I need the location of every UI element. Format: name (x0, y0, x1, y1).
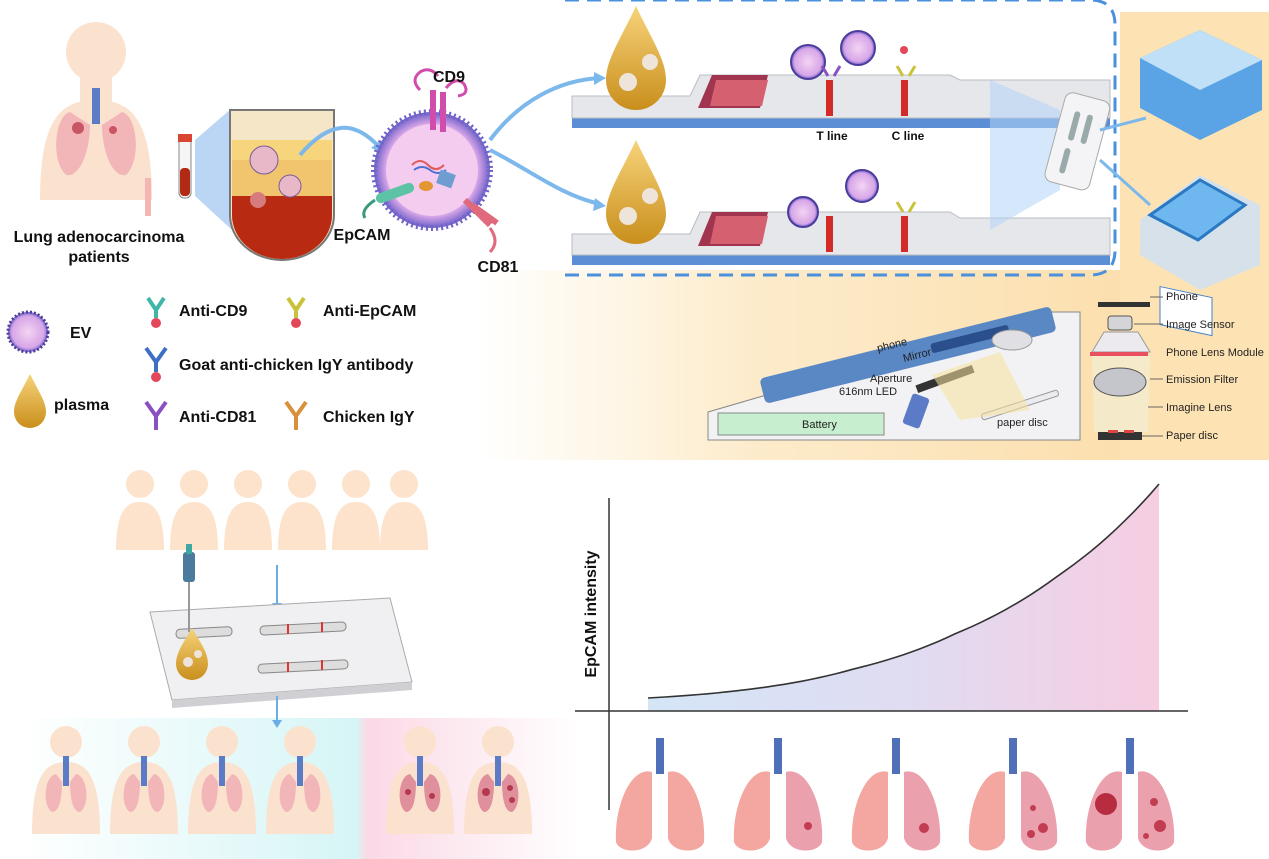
test-cassette (1044, 92, 1111, 191)
optics-lens-module-label: Phone Lens Module (1166, 347, 1264, 359)
anti-epcam-icon (286, 296, 306, 328)
reader-device (1140, 30, 1262, 337)
cd81-label: CD81 (478, 259, 519, 276)
aperture-label: Aperture (870, 373, 912, 385)
chart-area (648, 484, 1159, 711)
population-silhouettes (116, 470, 428, 550)
legend-anti-cd9: Anti-CD9 (179, 303, 248, 320)
strip-panel-border (565, 0, 1117, 277)
lung-stage-5 (1085, 738, 1175, 851)
optics-emission-filter-label: Emission Filter (1166, 374, 1238, 386)
anti-cd81-icon (144, 400, 168, 430)
intensity-chart (575, 483, 1188, 810)
chart-curve (647, 483, 1160, 699)
fluorescence-reader-housing (707, 307, 1081, 441)
optics-paper-disc-label: Paper disc (1166, 430, 1218, 442)
legend-plasma: plasma (54, 397, 109, 414)
diagnosed-patients (32, 726, 532, 834)
blood-tube-small (178, 134, 192, 199)
extracellular-vesicle (362, 68, 499, 254)
arrowhead (594, 72, 606, 85)
plasma-drop-bottom (606, 140, 666, 244)
lung-stage-3 (851, 738, 941, 851)
arrow-to-reader (1099, 116, 1147, 132)
arrowhead (593, 198, 606, 211)
optics-image-sensor-label: Image Sensor (1166, 319, 1235, 331)
c-line-label: C line (892, 129, 925, 143)
chicken-igy-icon (284, 400, 308, 430)
legend-plasma-icon (14, 374, 46, 428)
battery-label: Battery (802, 419, 837, 431)
arrowhead (272, 720, 282, 728)
paper-device-tray (149, 597, 413, 708)
legend-ev: EV (70, 325, 92, 342)
ev-to-strip-bottom-arrow (489, 148, 601, 206)
optics-imagine-lens-label: Imagine Lens (1166, 402, 1233, 414)
patient-label-line1: Lung adenocarcinoma (14, 229, 185, 246)
goat-igy-icon (144, 346, 168, 382)
zoom-beam (195, 108, 232, 230)
pipette (183, 544, 195, 632)
strip-bottom (571, 169, 1111, 265)
plasma-drop-on-tray (176, 628, 208, 680)
phone-reader-device (1140, 175, 1260, 290)
plasma-drop-top (606, 6, 666, 110)
optics-phone-label: Phone (1166, 291, 1198, 303)
lung-stage-1 (615, 738, 705, 851)
legend-anti-epcam: Anti-EpCAM (323, 303, 416, 320)
chart-y-label: EpCAM intensity (583, 550, 600, 677)
optics-stack (1090, 296, 1163, 440)
lung-stage-2 (733, 738, 823, 851)
cd9-label: CD9 (433, 69, 465, 86)
t-line-label: T line (816, 129, 848, 143)
blood-tube-large (229, 109, 335, 261)
legend-anti-cd81: Anti-CD81 (179, 409, 256, 426)
lung-stage-4 (968, 738, 1058, 851)
strip-top (571, 30, 1111, 128)
lung-progression (615, 738, 1175, 851)
arrow-to-phone-device (1098, 158, 1152, 207)
legend-chicken-igy: Chicken IgY (323, 409, 415, 426)
device-paper-disc-label: paper disc (997, 417, 1048, 429)
patient-label-line2: patients (68, 249, 129, 266)
ev-to-strip-top-arrow (488, 76, 601, 142)
tube-to-ev-arrow (298, 125, 382, 157)
legend-ev-icon (6, 310, 50, 354)
patient-figure (40, 22, 152, 216)
led-label: 616nm LED (839, 386, 897, 398)
legend-goat-igy: Goat anti-chicken IgY antibody (179, 357, 414, 374)
reader-glow (990, 80, 1060, 230)
anti-cd9-icon (146, 296, 166, 328)
epcam-label: EpCAM (334, 227, 391, 244)
